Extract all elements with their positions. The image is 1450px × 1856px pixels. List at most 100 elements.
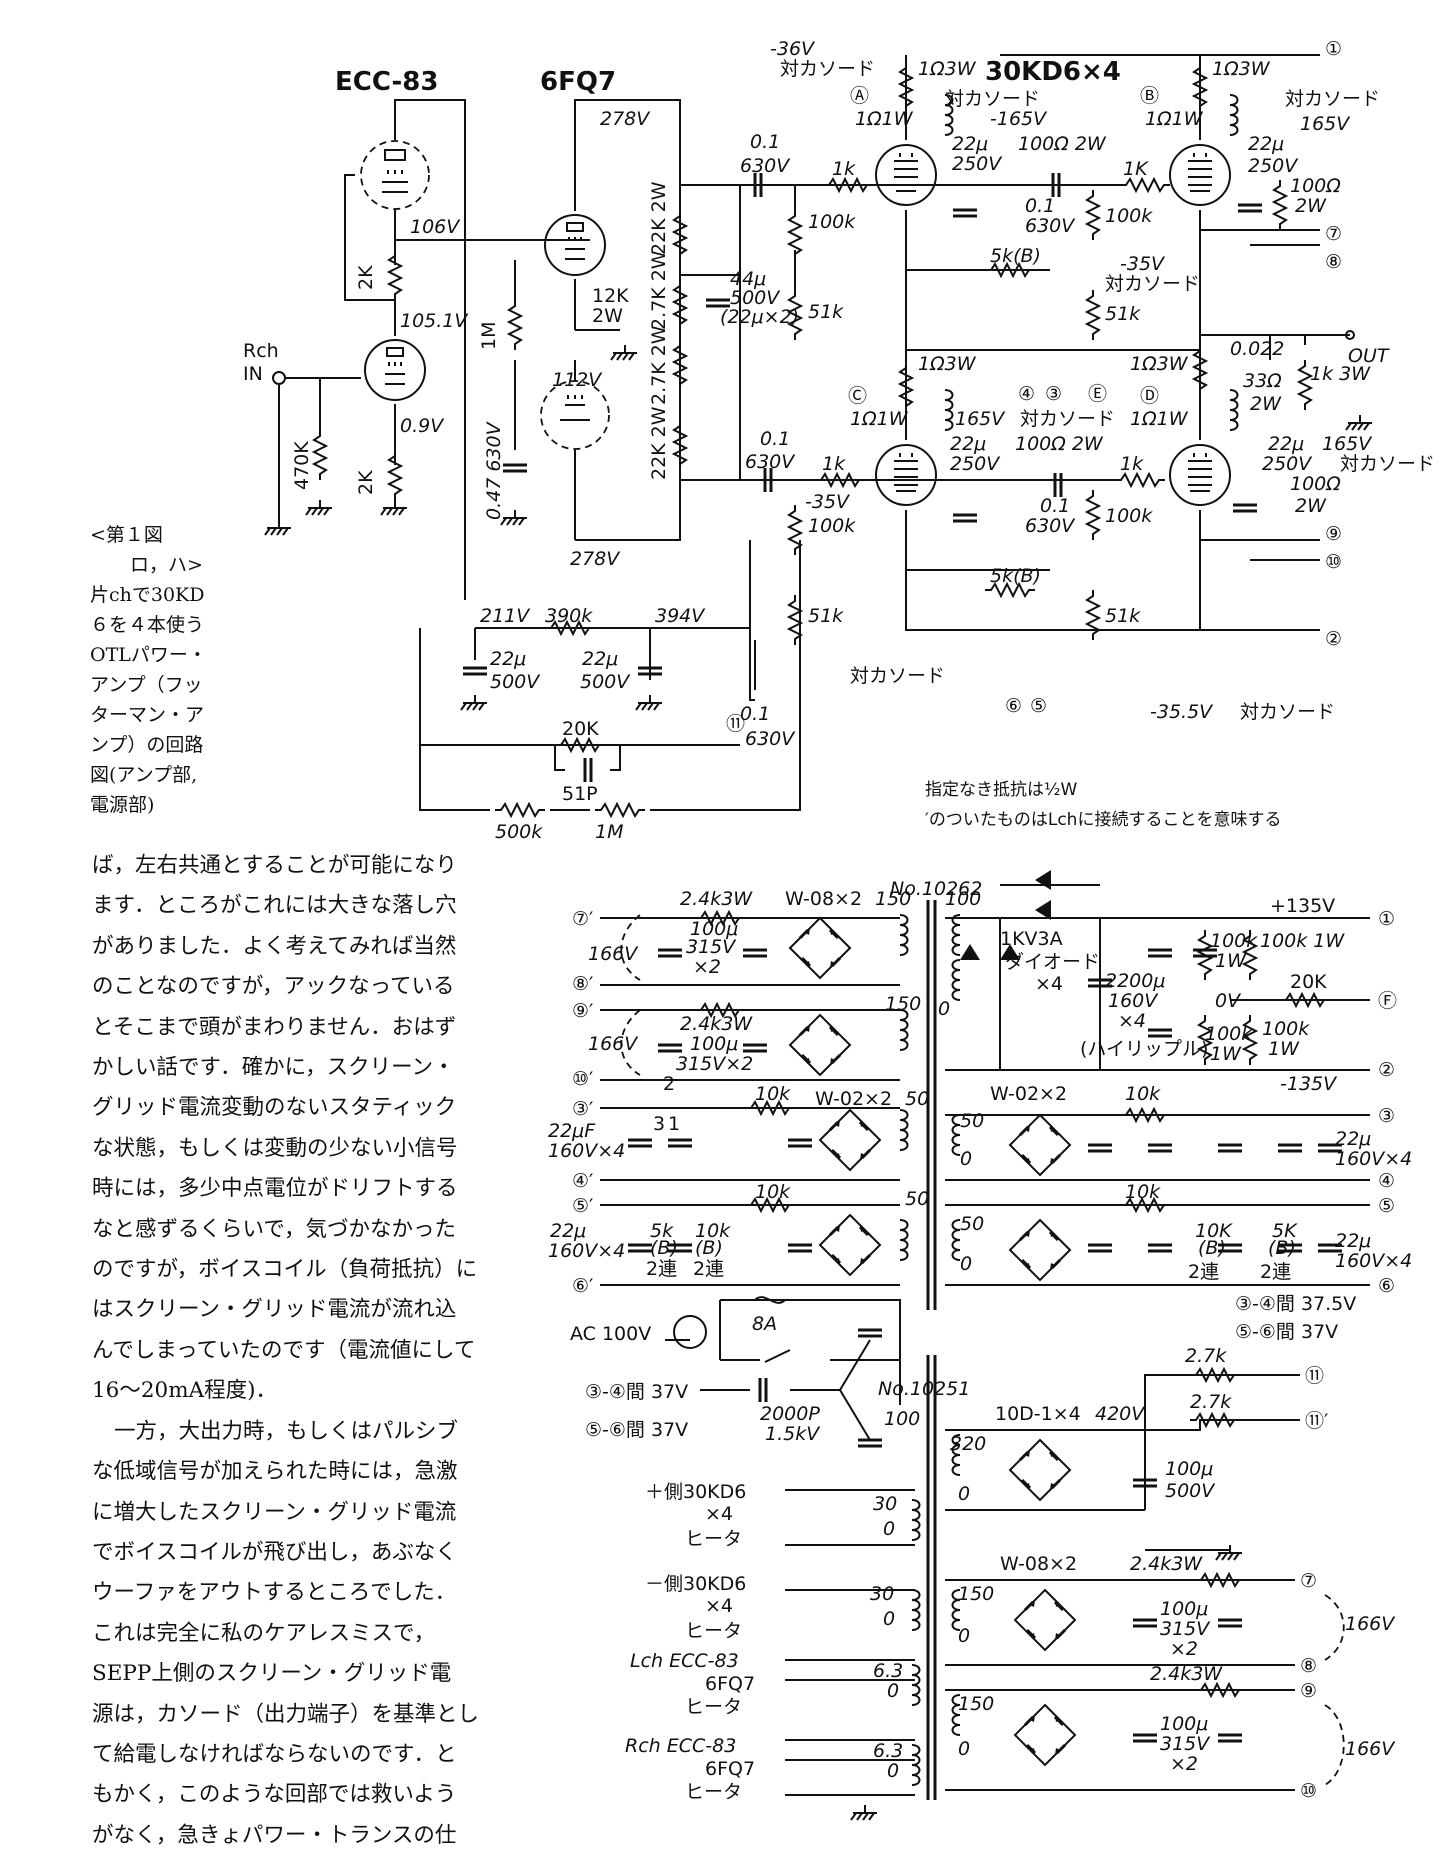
body-line: ウーファをアウトするところでした．	[92, 1580, 457, 1606]
v165b-label: 165V	[955, 408, 1006, 430]
psu-n0-h-label: 0	[887, 1760, 899, 1782]
psu-v37-label: ⑤-⑥間 37V	[1235, 1321, 1338, 1343]
psu-w02b-label: W-02×2	[990, 1083, 1067, 1105]
psu-c100u-b-label: 100μ	[690, 1033, 738, 1055]
node-b-label: Ⓑ	[1140, 85, 1159, 107]
psu-m2-a-label: 2	[663, 1073, 675, 1095]
psu-m3-a-label: 3	[653, 1113, 665, 1135]
switch-icon	[764, 1349, 791, 1363]
r-2k-a-label: 2K	[355, 265, 377, 290]
psu-v135m-label: -135V	[1280, 1073, 1338, 1095]
body-line: がありました．よく考えてみれば当然	[92, 933, 457, 959]
psu-w02a-label: W-02×2	[815, 1088, 892, 1110]
psu-n150-b-label: 150	[885, 993, 921, 1015]
body-line: ます．ところがこれには大きな落し穴	[92, 893, 457, 919]
psu-d1kv-b-label: ダイオード	[1005, 951, 1100, 973]
fuse-icon	[754, 1296, 786, 1304]
psu-n30-a-label: 30	[873, 1493, 897, 1515]
v165c-label: 165V	[1322, 433, 1373, 455]
tsk-h-label: 対カソード	[1240, 701, 1335, 723]
c-250-c-label: 250V	[952, 153, 1003, 175]
body-line: ば，左右共通とすることが可能になり	[92, 853, 457, 878]
tsk-c-label: 対カソード	[1105, 273, 1200, 295]
v278a-label: 278V	[600, 108, 651, 130]
input-label-2: IN	[243, 363, 263, 385]
vm35a-label: -35V	[1120, 253, 1166, 275]
r-51k-d-label: 51k	[1105, 605, 1141, 627]
v211-label: 211V	[480, 605, 531, 627]
psu-c22u-c-label: 22μ	[1335, 1128, 1371, 1150]
c-22u-f-label: 22μ	[1268, 433, 1304, 455]
psu-r27k-b-label: 2.7k	[1190, 1391, 1232, 1413]
r-13w-d-label: 1Ω3W	[1130, 353, 1189, 375]
v112-label: 112V	[552, 369, 603, 391]
psu-p6-label: ⑥	[1378, 1275, 1395, 1297]
psu-n0-b-label: 0	[960, 1148, 972, 1170]
psu-v166-a-label: 166V	[588, 943, 639, 965]
heater-minus-2: ×4	[705, 1595, 733, 1617]
psu-r10k-a-label: 10k	[755, 1083, 791, 1105]
psu-c2200-label: 2200μ	[1105, 970, 1165, 992]
psu-r10kb-bw-label: 2連	[1188, 1261, 1219, 1283]
psu-r5kb-bw-label: 2連	[1260, 1261, 1291, 1283]
r-470k-label: 470K	[291, 441, 313, 490]
psu-p1-label: ①	[1378, 908, 1395, 930]
psu-p7-label: ⑦	[1300, 1570, 1317, 1592]
r-1k-d-label: 1k	[1120, 453, 1144, 475]
out-label: OUT	[1348, 345, 1390, 367]
psu-w08b-label: W-08×2	[1000, 1553, 1077, 1575]
vm355-label: -35.5V	[1150, 701, 1214, 723]
v394-label: 394V	[655, 605, 706, 627]
psu-p9q-label: ⑨′	[572, 1000, 593, 1022]
psu-m1-a-label: 1	[668, 1113, 680, 1135]
psu-r10k-b-label: 10k	[755, 1181, 791, 1203]
c-22u-bv-label: 500V	[580, 671, 631, 693]
psu-r100k-av-label: 1W	[1215, 950, 1247, 972]
node-10-label: ⑩	[1325, 551, 1342, 573]
psu-c315-d-label: 315V	[1160, 1733, 1211, 1755]
c-250-d-label: 250V	[1248, 155, 1299, 177]
body-line: グリッド電流変動のないスタティック	[92, 1095, 457, 1121]
psu-v56a-label: ⑤-⑥間 37V	[585, 1419, 688, 1441]
tsk-f-label: 対カソード	[1340, 453, 1435, 475]
c-047-label: 0.47 630V	[483, 420, 505, 520]
input-label-1: Rch	[243, 340, 279, 362]
psu-cx2-d-label: ×2	[1170, 1753, 1198, 1775]
body-line: かしい話です．確かに，スクリーン・	[92, 1055, 455, 1081]
r-2w-b-label: 2W	[1295, 195, 1327, 217]
psu-w08-label: W-08×2	[785, 888, 862, 910]
caption-line: ロ，ハ>	[130, 554, 203, 576]
body-line: 一方，大出力時，もしくはパルシブ	[114, 1418, 459, 1444]
psu-r27k-a-label: 2.7k	[1185, 1345, 1227, 1367]
c-630-e-label: 630V	[745, 728, 796, 750]
heater-minus-1: －側30KD6	[645, 1573, 746, 1595]
psu-cx2-a-label: ×2	[693, 956, 721, 978]
r-51k-a-label: 51k	[808, 301, 844, 323]
c-22u-e-label: 22μ	[950, 433, 986, 455]
body-line: のことなのですが，アックなっている	[92, 974, 455, 1000]
v278b-label: 278V	[570, 548, 621, 570]
c-630-b-label: 630V	[1025, 215, 1076, 237]
vm35b-label: -35V	[805, 491, 851, 513]
tube-6fq7-lower	[540, 380, 610, 450]
r-27k2w-b-label: 2.7K 2W	[648, 325, 670, 405]
caption-line: アンプ（フッ	[90, 674, 203, 696]
node-3-label: ③	[1045, 383, 1062, 405]
r-2w-label: 2W	[592, 305, 623, 327]
tsk-d-label: 対カソード	[1285, 88, 1380, 110]
psu-p11q-label: ⑪′	[1305, 1410, 1328, 1432]
psu-fuse-label: 8A	[752, 1313, 777, 1335]
c-250-f-label: 250V	[1262, 453, 1313, 475]
psu-p4q-label: ④′	[572, 1170, 593, 1192]
psu-n100b-label: 100	[884, 1408, 920, 1430]
psu-r100k-d-label: 100k	[1262, 1018, 1310, 1040]
psu-c315-a-label: 315V	[686, 936, 737, 958]
psu-c2000-label: 2000P	[760, 1403, 820, 1425]
psu-p6q-label: ⑥′	[572, 1275, 593, 1297]
c-01-c-label: 0.1	[760, 428, 790, 450]
figure-caption: <第１図 ロ，ハ> 片chで30KD ６を４本使う OTLパワー・ アンプ（フッ…	[90, 520, 260, 820]
c-22u-a-label: 22μ	[490, 648, 526, 670]
psu-r5kb-an-label: (B)	[650, 1237, 678, 1259]
body-line: でボイスコイルが飛び出し，あぶなく	[92, 1539, 457, 1565]
psu-c22u-d-label: 22μ	[1335, 1230, 1371, 1252]
